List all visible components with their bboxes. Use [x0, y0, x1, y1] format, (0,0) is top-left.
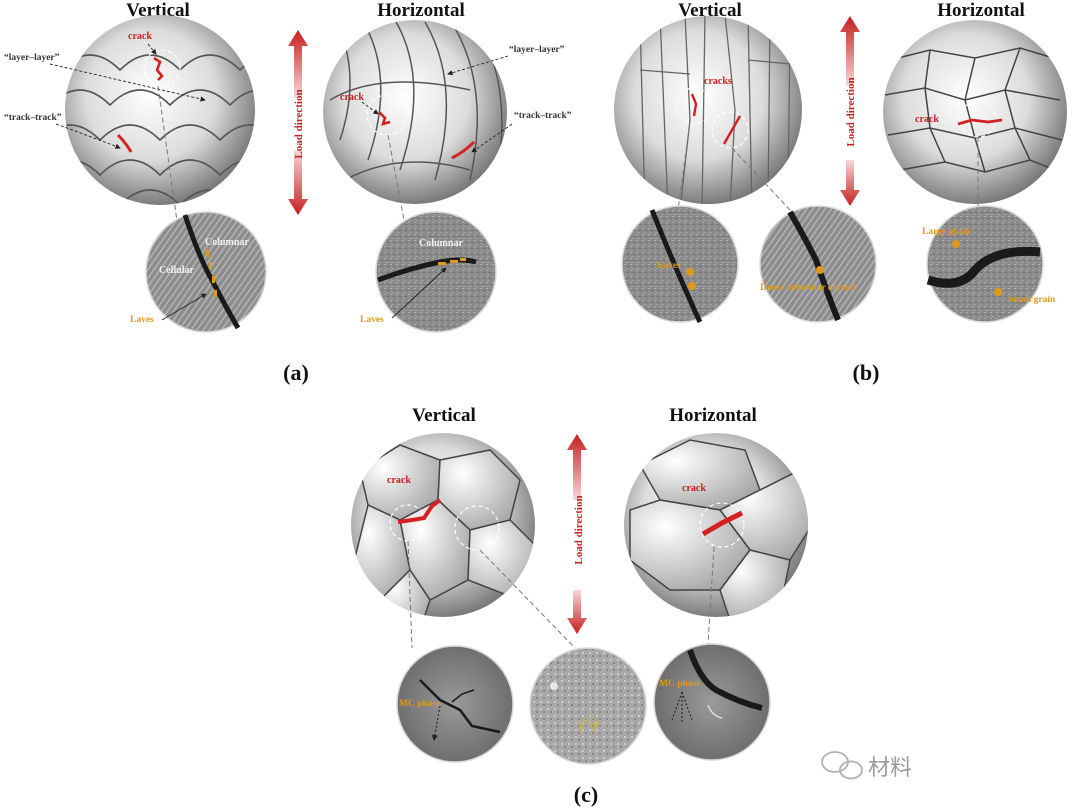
panel-b-vertical-sphere	[614, 16, 802, 204]
panel-c-load-arrow: Load direction	[567, 434, 587, 634]
panel-a: Vertical Horizontal crack “layer–layer” …	[4, 0, 572, 385]
panel-c-crack-label-h: crack	[682, 483, 706, 494]
panel-b-load-arrow: Load direction	[840, 16, 860, 206]
panel-a-columnar-label-v: Columnar	[205, 237, 249, 248]
panel-a-load-arrow: Load direction	[288, 30, 308, 215]
panel-b-load-direction-label: Load direction	[845, 77, 857, 146]
panel-b-vertical-title: Vertical	[678, 0, 742, 21]
crack-mark	[153, 56, 164, 81]
chat-bubble-icon	[821, 751, 863, 780]
panel-c-sem-gamma	[529, 647, 647, 765]
panel-a-sem-vertical	[145, 211, 267, 333]
panel-b-large-grain-label: Large grain	[922, 227, 971, 237]
panel-c-gamma-prime-label: γ′/γ	[578, 715, 599, 732]
panel-a-columnar-label-h: Columnar	[419, 238, 463, 249]
panel-c-crack-label-v: crack	[387, 475, 411, 486]
panel-c-sem-mc-horizontal	[653, 643, 771, 761]
panel-b-crack-label-h: crack	[915, 114, 939, 125]
track-track-crack-mark	[116, 133, 133, 153]
panel-a-load-direction-label: Load direction	[293, 89, 305, 158]
panel-a-track-track-label-v: “track–track”	[4, 112, 62, 123]
panel-c-horizontal-sphere	[624, 433, 808, 617]
panel-c-vertical-title: Vertical	[412, 405, 476, 426]
panel-a-laves-label-v: Laves	[130, 315, 154, 325]
panel-c-vertical-sphere	[351, 433, 535, 617]
panel-a-crack-label-h: crack	[340, 92, 364, 103]
panel-b-cracks-label: cracks	[704, 76, 732, 87]
panel-b-sem-laves	[621, 205, 739, 324]
panel-a-horizontal-sphere	[323, 20, 507, 204]
panel-b-laves-label: Laves	[657, 261, 681, 271]
panel-a-cellular-label-v: Cellular	[159, 265, 195, 276]
panel-a-vertical-sphere	[65, 15, 255, 205]
panel-a-layer-layer-label-h: “layer–layer”	[509, 44, 565, 55]
panel-c-sem-mc-vertical	[396, 645, 514, 763]
panel-b-dense-columnar-label: Dense columnar crystal	[760, 283, 856, 293]
panel-c-mc-phase-label-v: MC phase	[399, 699, 440, 709]
panel-b-horizontal-title: Horizontal	[937, 0, 1025, 21]
watermark: 材料	[821, 751, 912, 781]
panel-a-label: (a)	[283, 360, 309, 385]
panel-b: Vertical Horizontal cracks	[614, 0, 1067, 385]
panel-b-small-grain-label: Small grain	[1008, 295, 1056, 305]
panel-c-mc-phase-label-h: MC phase	[659, 679, 700, 689]
zoom-circle	[143, 49, 181, 87]
panel-a-horizontal-title: Horizontal	[377, 0, 465, 21]
panel-b-label: (b)	[853, 360, 880, 385]
panel-b-horizontal-sphere	[883, 20, 1067, 204]
panel-a-laves-label-h: Laves	[360, 315, 384, 325]
panel-c: Vertical Horizontal crack Load directi	[351, 405, 808, 807]
panel-b-sem-dense-columnar	[759, 205, 877, 323]
panel-a-vertical-title: Vertical	[126, 0, 190, 21]
panel-c-horizontal-title: Horizontal	[669, 405, 757, 426]
panel-a-crack-label-v: crack	[128, 31, 152, 42]
panel-b-sem-grains	[926, 205, 1044, 323]
watermark-text: 材料	[868, 756, 912, 781]
panel-c-load-direction-label: Load direction	[573, 495, 585, 564]
panel-c-label: (c)	[574, 782, 598, 807]
panel-a-track-track-label-h: “track–track”	[514, 110, 572, 121]
panel-a-sem-horizontal	[375, 211, 497, 333]
panel-a-layer-layer-label-v: “layer–layer”	[4, 52, 60, 63]
